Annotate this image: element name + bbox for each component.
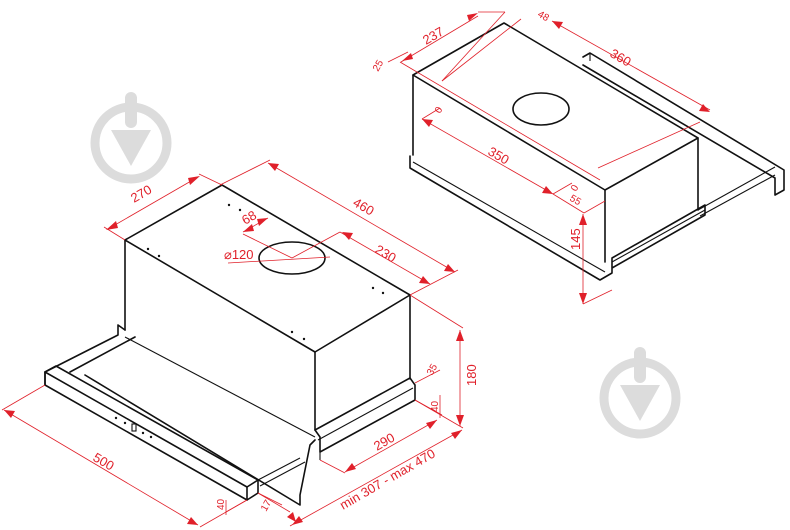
dim-label-68: 68	[239, 207, 259, 227]
dim-label-outlet-diameter: ⌀120	[224, 247, 254, 262]
dim-label-40-bottom: 40	[216, 498, 227, 510]
rear-view-hood	[409, 22, 785, 281]
dim-label-hole-left: 0	[433, 105, 446, 116]
dim-label-270: 270	[128, 182, 154, 206]
watermark-left-icon	[90, 92, 172, 184]
dim-label-290: 290	[371, 430, 397, 454]
dim-label-145: 145	[568, 228, 583, 250]
dim-label-40-right: 40	[430, 400, 441, 412]
dim-label-hole-right: 0	[569, 183, 582, 194]
dim-label-237: 237	[420, 24, 446, 48]
front-view-dimensions	[1, 159, 464, 528]
dim-label-500: 500	[91, 450, 117, 474]
dim-label-17: 17	[259, 498, 274, 514]
dim-label-180: 180	[464, 364, 479, 386]
rear-view-dimensions	[387, 11, 711, 305]
dim-label-230: 230	[373, 242, 399, 266]
dim-label-35: 35	[425, 362, 440, 378]
front-outlet-ellipse	[258, 241, 326, 275]
dim-label-460: 460	[351, 195, 377, 219]
dim-label-25: 25	[371, 58, 386, 74]
dim-label-55: 55	[568, 193, 584, 208]
dim-label-48: 48	[536, 9, 552, 24]
rear-outlet-ellipse	[512, 92, 570, 126]
dim-label-min-max: min 307 - max 470	[337, 446, 438, 513]
dim-label-350: 350	[486, 144, 512, 168]
watermark-right-icon	[599, 347, 681, 439]
